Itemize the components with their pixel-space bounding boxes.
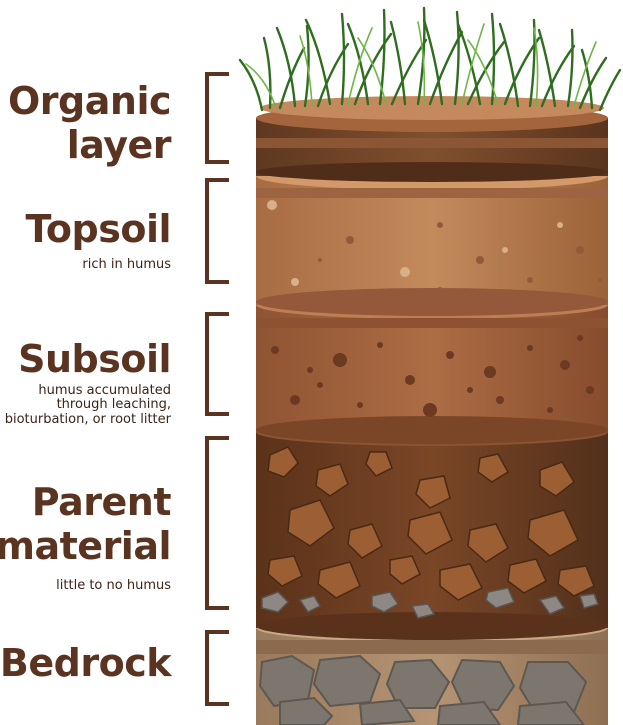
label-subsoil: Subsoil humus accumulated through leachi… (1, 340, 171, 427)
grass-art (240, 8, 620, 110)
topsoil-layer-art (256, 162, 608, 316)
bracket-subsoil (205, 312, 229, 416)
label-bedrock: Bedrock (0, 644, 171, 682)
bracket-bedrock (205, 630, 229, 706)
topsoil-title: Topsoil (26, 210, 171, 248)
parent-material-description: little to no humus (0, 579, 171, 593)
subsoil-description: humus accumulated through leaching, biot… (1, 384, 171, 427)
parent-material-title-line2: material (0, 527, 171, 565)
organic-layer-art (256, 96, 608, 182)
organic-layer-title-line2: layer (8, 126, 171, 164)
bracket-parent-material (205, 436, 229, 610)
organic-layer-title-line1: Organic (8, 82, 171, 120)
topsoil-description: rich in humus (26, 258, 171, 272)
bracket-organic-layer (205, 72, 229, 164)
bracket-topsoil (205, 178, 229, 284)
label-organic-layer: Organic layer (8, 82, 171, 164)
grass-highlight-art (246, 22, 596, 108)
parent-material-layer-art (256, 418, 608, 640)
bedrock-title: Bedrock (0, 644, 171, 682)
label-parent-material: Parent material little to no humus (0, 483, 171, 593)
parent-material-title-line1: Parent (0, 483, 171, 521)
subsoil-title: Subsoil (1, 340, 171, 378)
label-topsoil: Topsoil rich in humus (26, 210, 171, 272)
